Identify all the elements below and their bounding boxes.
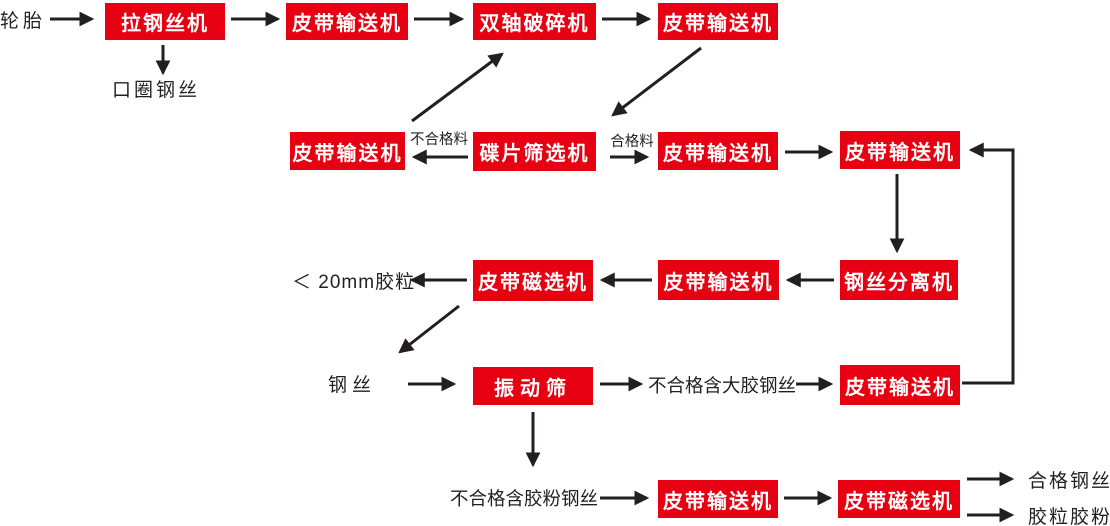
arrow-conveyor7-feedback-to-conveyor5 [962, 142, 1015, 385]
box-belt-magnetic-separator-2: 皮带磁选机 [838, 480, 960, 518]
box-vibrating-screen: 振动筛 [473, 367, 593, 405]
box-belt-conveyor-6: 皮带输送机 [658, 260, 779, 300]
label-rubber-granules-powder: 胶粒胶粉 [1028, 506, 1110, 526]
arrow-magnetic1-to-steel-wire-diagonal [398, 304, 460, 354]
label-unqualified-wire-rubber-powder: 不合格含胶粉钢丝 [450, 487, 599, 509]
box-belt-magnetic-separator-1: 皮带磁选机 [473, 260, 593, 301]
box-belt-conveyor-4: 皮带输送机 [658, 132, 778, 170]
box-wire-pulling-machine: 拉钢丝机 [105, 3, 225, 40]
box-belt-conveyor-7: 皮带输送机 [840, 365, 960, 405]
arrow-conveyor3-to-shredder-diagonal [411, 52, 504, 123]
arrow-conveyor2-to-disc-screener-diagonal [611, 46, 702, 117]
box-dual-shaft-shredder: 双轴破碎机 [473, 3, 596, 40]
box-belt-conveyor-5: 皮带输送机 [840, 131, 960, 169]
label-unqualified-material: 不合格料 [410, 131, 468, 148]
label-qualified-material: 合格料 [610, 133, 654, 150]
box-steel-wire-separator: 钢丝分离机 [840, 260, 958, 300]
label-unqualified-wire-large-rubber: 不合格含大胶钢丝 [648, 374, 797, 396]
label-qualified-steel-wire: 合格钢丝 [1028, 470, 1110, 492]
label-steel-wire: 钢丝 [328, 375, 377, 396]
box-belt-conveyor-3: 皮带输送机 [290, 132, 405, 170]
box-disc-screener: 碟片筛选机 [473, 132, 596, 171]
box-belt-conveyor-2: 皮带输送机 [658, 3, 778, 40]
box-belt-conveyor-1: 皮带输送机 [286, 3, 408, 40]
label-under-20mm-rubber-granules: ＜ 20mm胶粒 [292, 272, 416, 293]
box-belt-conveyor-8: 皮带输送机 [658, 480, 778, 518]
label-tire: 轮胎 [0, 10, 47, 32]
label-bead-wire: 口圈钢丝 [112, 80, 201, 101]
